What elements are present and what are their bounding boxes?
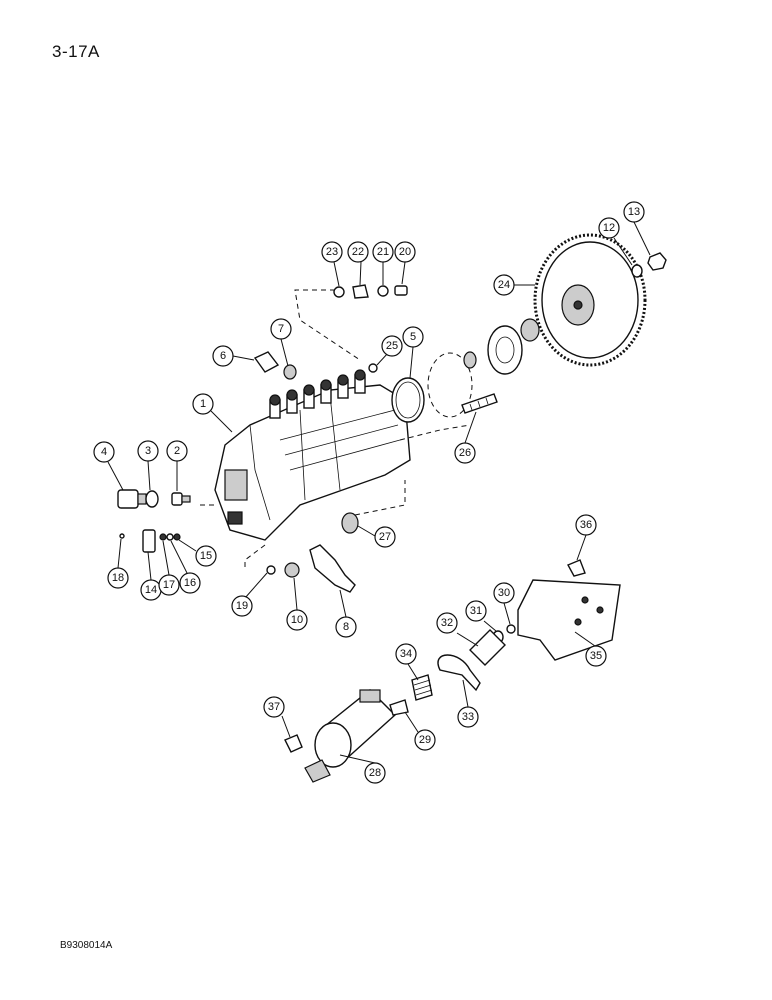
svg-text:23: 23 [326,246,338,258]
lever-parts [266,544,356,593]
svg-text:26: 26 [459,447,471,459]
callout-7: 7 [270,318,292,340]
svg-text:18: 18 [112,572,124,584]
callout-25: 25 [381,335,403,357]
callout-14: 14 [140,579,162,601]
inlet-fittings [117,489,191,509]
svg-text:22: 22 [352,246,364,258]
mounting-bracket [517,579,621,661]
svg-text:17: 17 [163,579,175,591]
callout-22: 22 [347,241,369,263]
callout-10: 10 [286,609,308,631]
callout-12: 12 [598,217,620,239]
stud [461,393,498,414]
page-number: 3-17A [52,42,100,61]
callout-24: 24 [493,274,515,296]
shutoff-solenoid [304,689,409,783]
callout-5: 5 [402,326,424,348]
callout-8: 8 [335,616,357,638]
svg-text:34: 34 [400,648,412,660]
svg-text:33: 33 [462,711,474,723]
callout-31: 31 [465,600,487,622]
delivery-valves [269,369,366,419]
solenoid-sleeve [469,629,506,666]
drive-hub [427,318,540,418]
svg-text:28: 28 [369,767,381,779]
o-ring-seal [391,377,425,423]
svg-text:13: 13 [628,206,640,218]
callout-20: 20 [394,241,416,263]
svg-text:30: 30 [498,587,510,599]
callout-21: 21 [372,241,394,263]
svg-text:7: 7 [278,323,284,335]
callout-35: 37 [263,696,285,718]
svg-text:27: 27 [379,531,391,543]
svg-text:14: 14 [145,584,157,596]
svg-text:10: 10 [291,614,303,626]
callout-33: 33 [457,706,479,728]
svg-text:19: 19 [236,600,248,612]
svg-text:37: 37 [268,701,280,713]
callout-13: 13 [623,201,645,223]
svg-text:2: 2 [174,445,180,457]
callout-26: 26 [454,442,476,464]
svg-text:5: 5 [410,331,416,343]
svg-text:31: 31 [470,605,482,617]
callout-16: 16 [179,572,201,594]
callout-36: 35 [585,645,607,667]
callout-2: 2 [166,440,188,462]
callout-19: 19 [231,595,253,617]
leader-lines [107,221,651,764]
callout-17: 17 [158,574,180,596]
svg-text:12: 12 [603,222,615,234]
svg-text:24: 24 [498,279,510,291]
callout-32: 32 [436,612,458,634]
small-parts-left [119,529,181,553]
callout-4: 4 [93,441,115,463]
svg-text:4: 4 [101,446,107,458]
top-fasteners [333,284,408,299]
svg-text:36: 36 [580,519,592,531]
bolt-6-7 [253,351,297,380]
callout-30: 30 [493,582,515,604]
injection-pump-gear [533,233,647,367]
callout-23: 23 [321,241,343,263]
svg-text:29: 29 [419,734,431,746]
svg-text:3: 3 [145,445,151,457]
figure-code: B9308014A [60,940,113,951]
svg-text:6: 6 [220,350,226,362]
callout-34: 34 [395,643,417,665]
svg-text:8: 8 [343,621,349,633]
callouts: 1 2 3 4 5 6 7 8 10 12 13 14 15 16 17 18 … [93,201,645,784]
svg-text:25: 25 [386,340,398,352]
svg-text:15: 15 [200,550,212,562]
callout-1: 1 [192,393,214,415]
callout-18: 18 [107,567,129,589]
callout-3: 3 [137,440,159,462]
assembly-lines [200,289,471,570]
callout-37: 36 [575,514,597,536]
callout-15: 15 [195,545,217,567]
strap [437,654,481,692]
svg-text:32: 32 [441,617,453,629]
injection-pump [214,369,411,541]
callout-28: 28 [364,762,386,784]
svg-text:1: 1 [200,398,206,410]
svg-text:21: 21 [377,246,389,258]
callout-6: 6 [212,345,234,367]
svg-text:35: 35 [590,650,602,662]
callout-27: 27 [374,526,396,548]
svg-text:16: 16 [184,577,196,589]
svg-text:20: 20 [399,246,411,258]
callout-29: 29 [414,729,436,751]
